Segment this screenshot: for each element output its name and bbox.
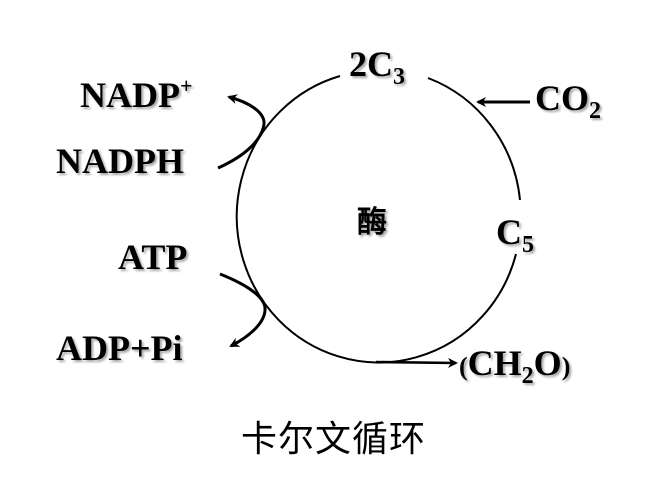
- label-adp-text: ADP+Pi: [56, 328, 183, 368]
- cycle-arc-main: [235, 75, 517, 364]
- label-enzyme: 酶: [357, 205, 387, 240]
- label-nadph-text: NADPH: [56, 141, 184, 181]
- label-ch2o-open-paren: (: [459, 352, 468, 381]
- label-atp: ATP: [118, 239, 187, 275]
- label-nadp-sup: +: [179, 73, 193, 98]
- label-c5-text: C: [496, 212, 522, 252]
- label-c5: C5: [496, 214, 534, 257]
- atp-to-adp-arrow: [219, 272, 267, 348]
- diagram-title: 卡尔文循环: [240, 419, 426, 460]
- label-ch2o-close-paren: ): [561, 352, 571, 381]
- label-co2: CO2: [535, 80, 601, 123]
- label-c5-sub: 5: [522, 232, 534, 258]
- label-nadp-plus: NADP+: [80, 73, 193, 115]
- label-ch2o-text-after: O: [533, 343, 562, 383]
- label-ch2o-sub: 2: [521, 363, 534, 389]
- label-co2-sub: 2: [589, 98, 601, 124]
- label-nadp-text: NADP: [80, 75, 180, 115]
- label-2c3-sub: 3: [393, 64, 405, 90]
- label-adp-pi: ADP+Pi: [56, 330, 183, 366]
- label-nadph: NADPH: [56, 143, 184, 179]
- label-ch2o-text: CH: [467, 343, 522, 383]
- ch2o-output-arrow: [375, 357, 458, 368]
- label-ch2o: (CH2O): [459, 345, 570, 388]
- label-2c3: 2C3: [349, 46, 405, 89]
- label-co2-text: CO: [535, 78, 589, 118]
- label-atp-text: ATP: [118, 237, 188, 277]
- nadph-to-nadp-arrow: [217, 94, 266, 170]
- label-2c3-text: 2C: [349, 44, 393, 84]
- cycle-arc-top-right: [427, 77, 521, 201]
